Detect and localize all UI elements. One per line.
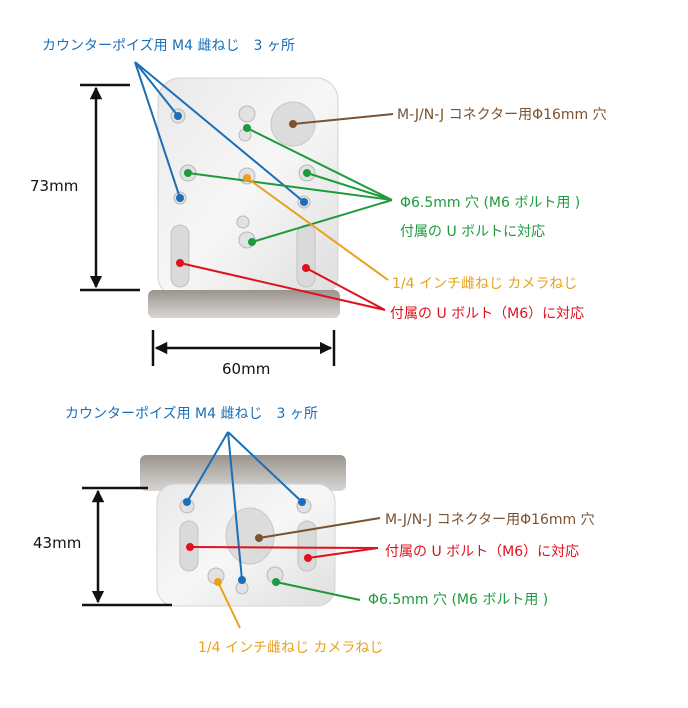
top-hole65-label: Φ6.5mm 穴 (M6 ボルト用 ) bbox=[400, 195, 580, 211]
bottom-bracket-plate bbox=[140, 455, 346, 607]
bottom-camera-screw-label: 1/4 インチ雌ねじ カメラねじ bbox=[198, 640, 383, 656]
top-height-value: 73mm bbox=[30, 177, 78, 195]
top-leader-lines bbox=[134, 61, 394, 311]
top-bracket-view: カウンターポイズ用 M4 雌ねじ 3 ヶ所 M-J/N-J コネクター用Φ16m… bbox=[30, 38, 607, 378]
bottom-counterpoise-label: カウンターポイズ用 M4 雌ねじ 3 ヶ所 bbox=[65, 406, 318, 422]
bottom-hole65-label: Φ6.5mm 穴 (M6 ボルト用 ) bbox=[368, 592, 548, 608]
top-height-dimension bbox=[80, 83, 140, 292]
top-counterpoise-label: カウンターポイズ用 M4 雌ねじ 3 ヶ所 bbox=[42, 38, 295, 54]
bottom-height-value: 43mm bbox=[33, 534, 81, 552]
bottom-marker-dots bbox=[183, 498, 312, 586]
top-marker-dots bbox=[174, 112, 311, 272]
top-connector-label: M-J/N-J コネクター用Φ16mm 穴 bbox=[397, 107, 607, 123]
bottom-connector-label: M-J/N-J コネクター用Φ16mm 穴 bbox=[385, 512, 595, 528]
bottom-height-dimension bbox=[82, 486, 172, 607]
bottom-ubolt-label: 付属の U ボルト（M6）に対応 bbox=[385, 544, 579, 560]
bottom-leader-lines bbox=[186, 431, 381, 629]
top-hole65-label-2: 付属の U ボルトに対応 bbox=[400, 224, 545, 240]
top-width-value: 60mm bbox=[222, 360, 270, 378]
top-width-dimension bbox=[151, 330, 336, 366]
top-camera-screw-label: 1/4 インチ雌ねじ カメラねじ bbox=[392, 276, 577, 292]
top-ubolt-label: 付属の U ボルト（M6）に対応 bbox=[390, 306, 584, 322]
bottom-bracket-view: カウンターポイズ用 M4 雌ねじ 3 ヶ所 M-J/N-J コネクター用Φ16m… bbox=[33, 406, 595, 656]
